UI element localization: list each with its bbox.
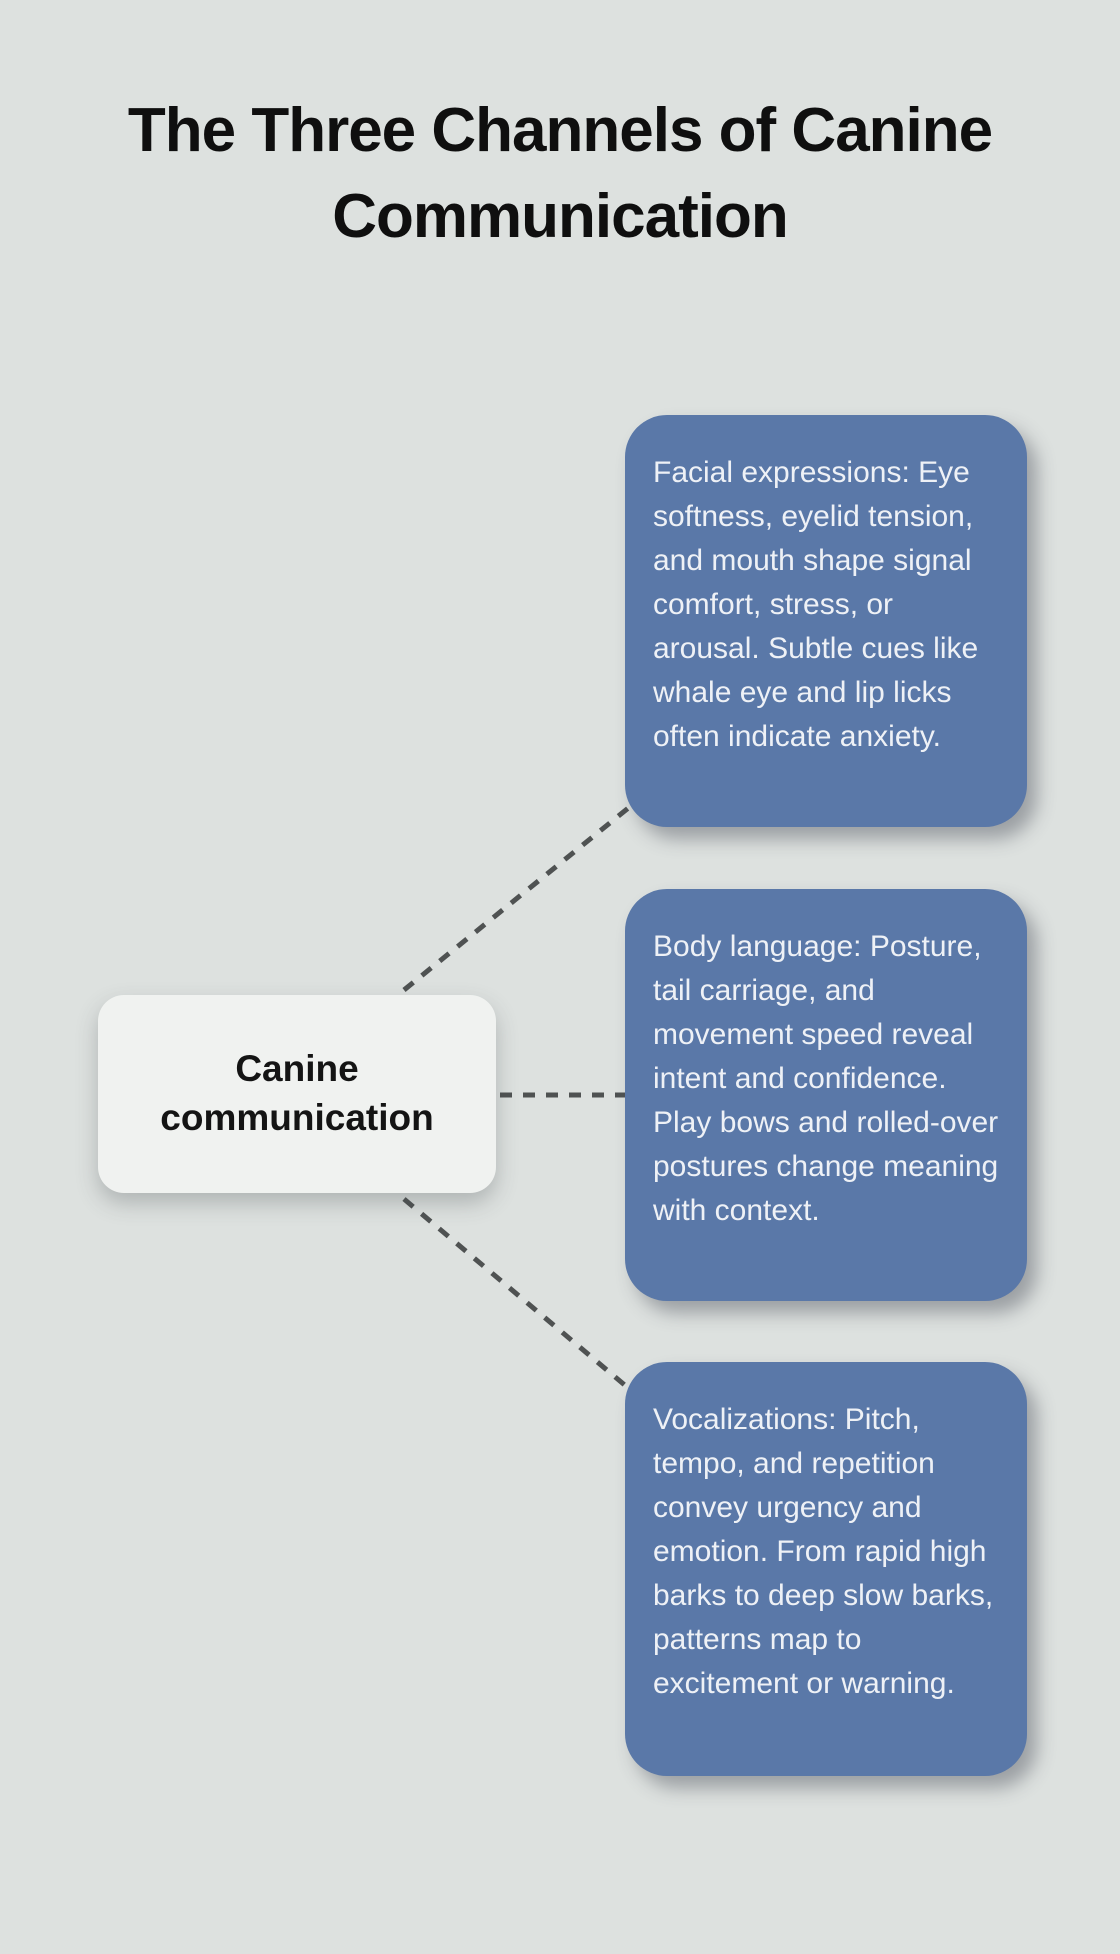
connector-to-vocalizations xyxy=(402,1197,635,1394)
branch-node-text: Vocalizations: Pitch, tempo, and repetit… xyxy=(653,1403,994,1700)
branch-node-vocalizations: Vocalizations: Pitch, tempo, and repetit… xyxy=(625,1362,1027,1776)
branch-node-text: Facial expressions: Eye softness, eyelid… xyxy=(653,456,979,753)
center-node-canine-communication: Canine communication xyxy=(98,995,496,1193)
branch-node-text: Body language: Posture, tail carriage, a… xyxy=(653,930,999,1227)
branch-node-body-language: Body language: Posture, tail carriage, a… xyxy=(625,889,1027,1301)
branch-node-facial-expressions: Facial expressions: Eye softness, eyelid… xyxy=(625,415,1027,827)
connector-to-facial-expressions xyxy=(402,803,634,992)
page-title: The Three Channels of Canine Communicati… xyxy=(127,96,993,251)
center-node-label: Canine communication xyxy=(160,1048,434,1138)
